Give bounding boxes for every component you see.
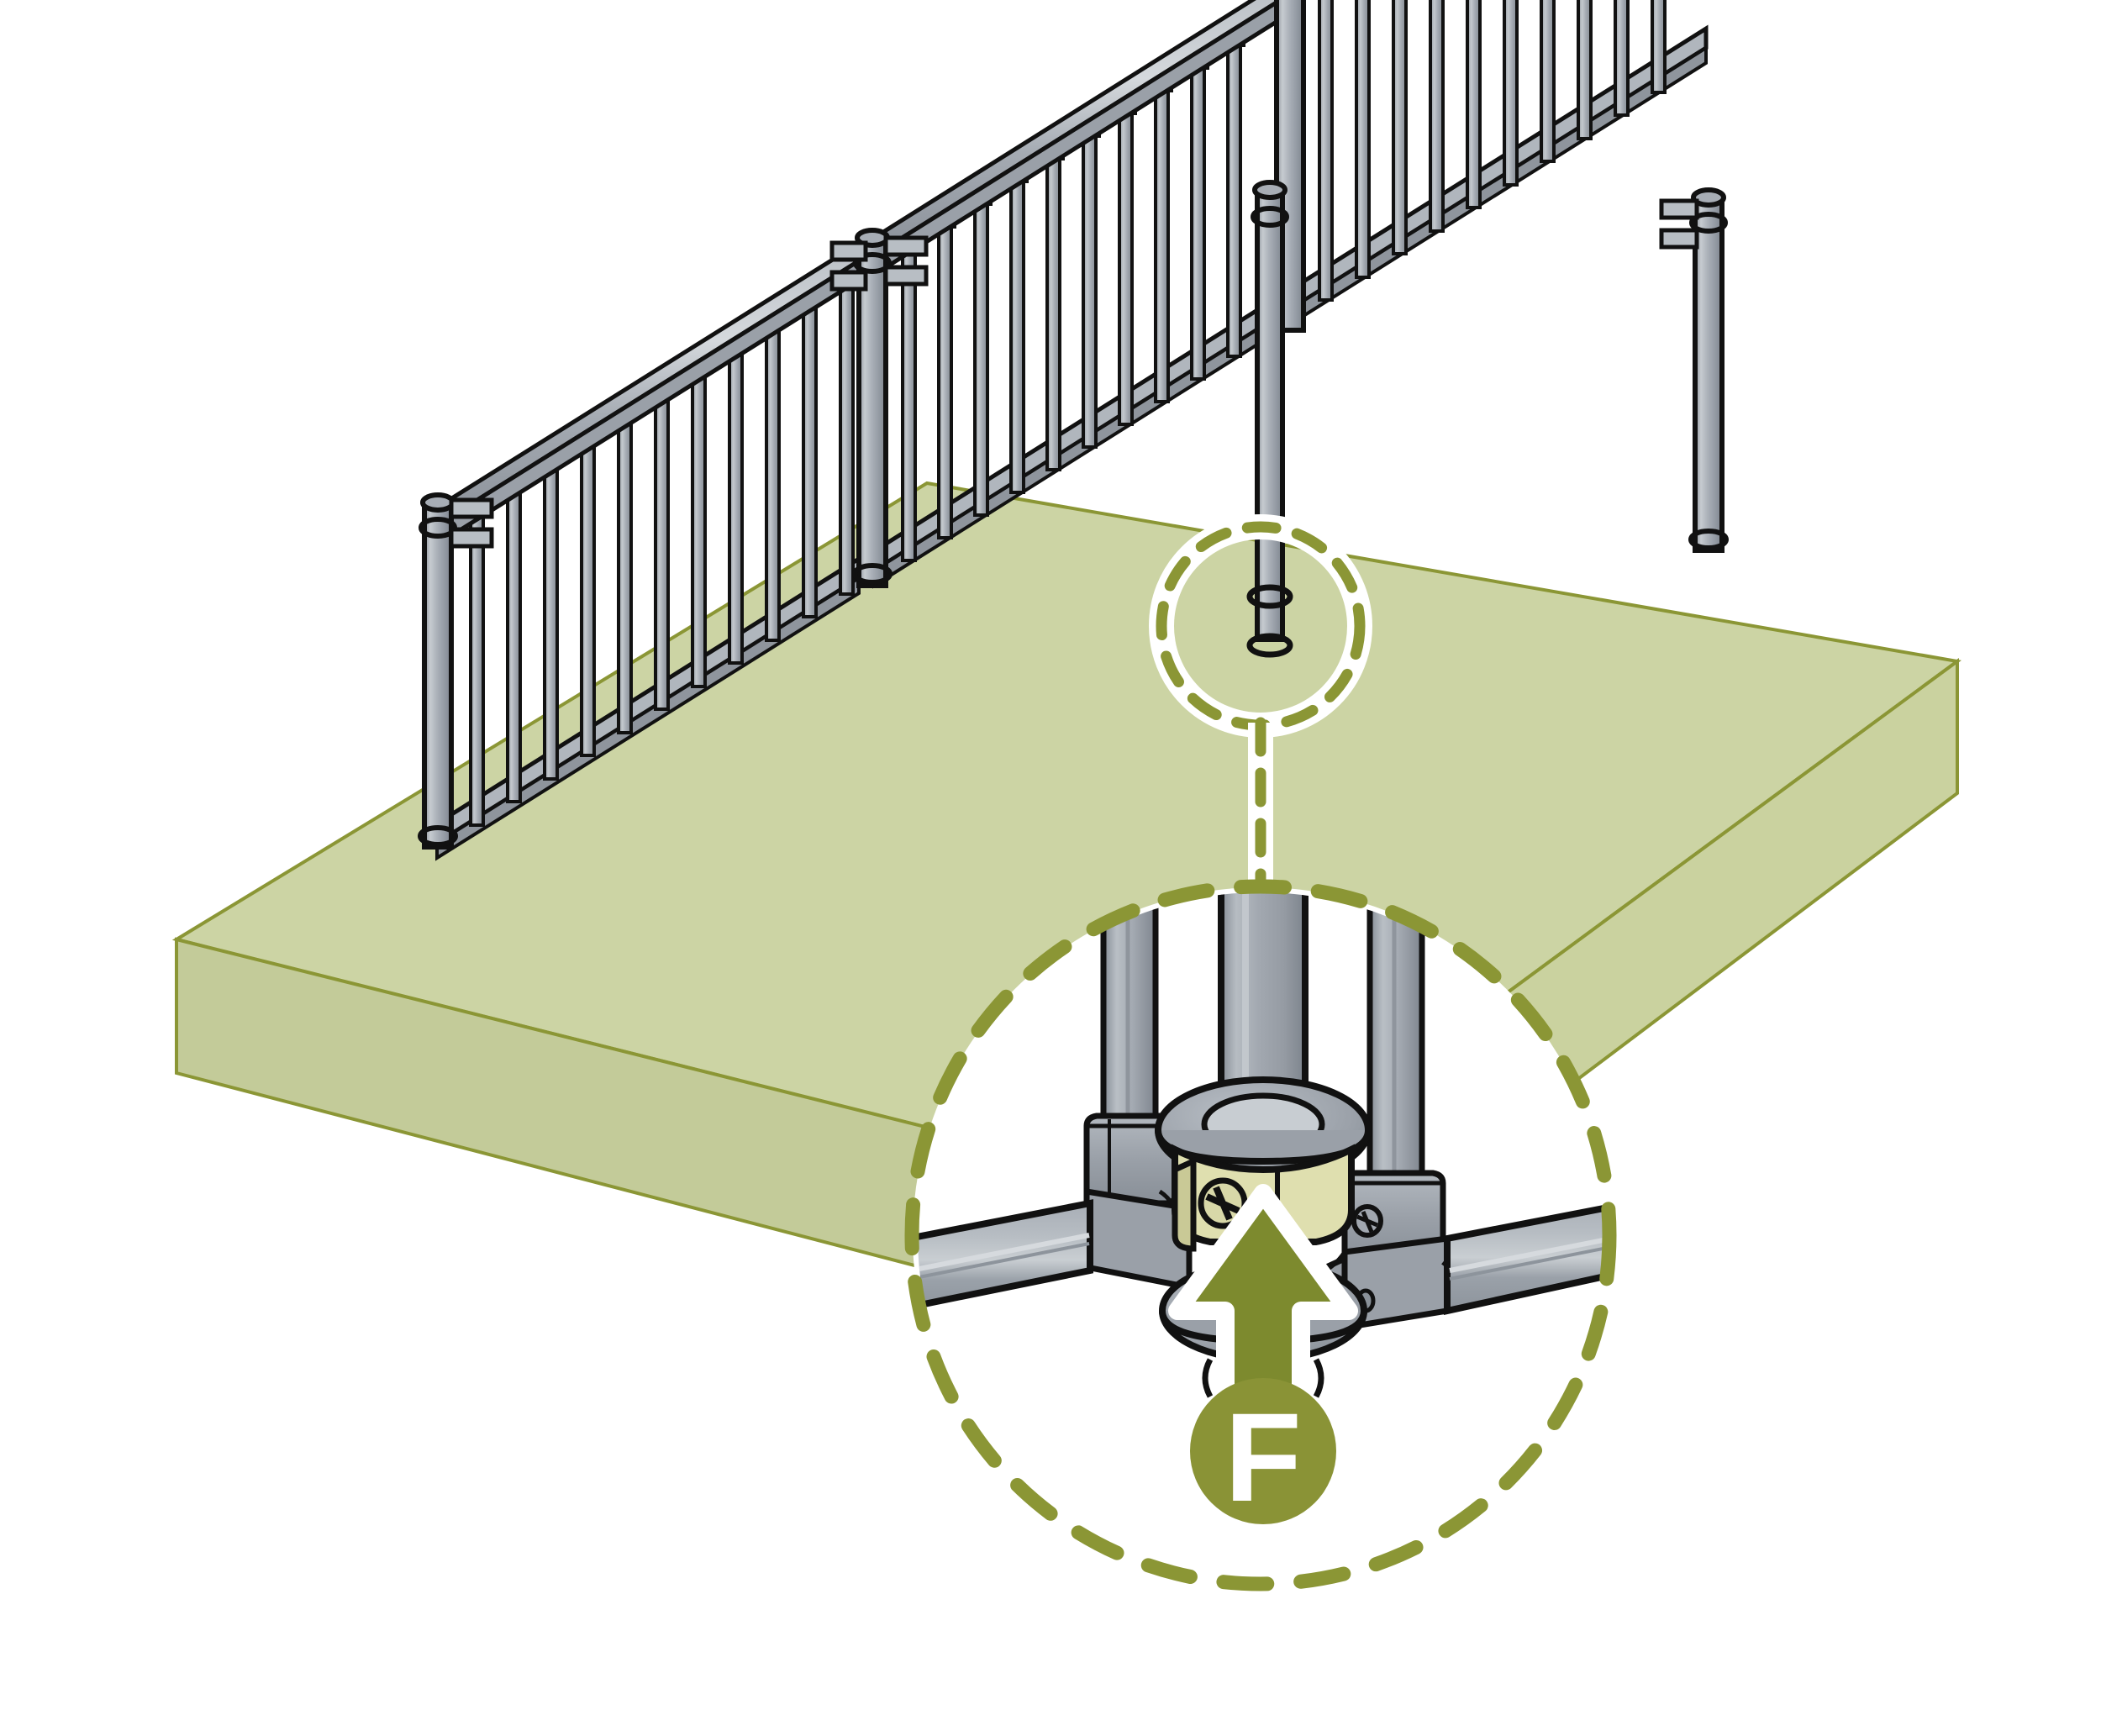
baluster <box>540 446 562 781</box>
post-top-ring <box>1689 212 1728 234</box>
baluster <box>1114 97 1137 426</box>
baluster <box>503 469 525 803</box>
railing-post <box>852 228 893 588</box>
post-base-collar <box>1155 1076 1372 1184</box>
railing-section-right <box>1287 0 1709 328</box>
step-badge-f: F <box>1190 1378 1336 1528</box>
railing-post-center <box>1246 180 1293 658</box>
railing-post <box>1688 187 1729 553</box>
baluster <box>1187 51 1209 381</box>
baluster <box>970 187 993 517</box>
post-upper-ring <box>1251 206 1289 228</box>
baluster <box>1223 29 1245 358</box>
post-cap <box>1252 180 1287 200</box>
post-base-ring <box>852 563 893 585</box>
baluster <box>1151 74 1173 403</box>
top-rail-underside <box>434 253 867 549</box>
baluster-group-right <box>1318 0 1667 302</box>
rail-splice-bracket <box>1659 198 1699 250</box>
bottom-rail-face <box>435 575 861 861</box>
baluster <box>835 261 858 596</box>
baluster <box>1651 0 1667 94</box>
baluster <box>1006 165 1029 494</box>
rail-splice-bracket <box>449 497 494 549</box>
baluster <box>1614 0 1630 117</box>
baluster <box>650 376 673 711</box>
step-badge-label: F <box>1224 1386 1302 1528</box>
baluster <box>613 400 636 734</box>
top-rail <box>434 235 867 529</box>
baluster <box>577 423 599 757</box>
baluster <box>1355 0 1371 279</box>
baluster <box>798 284 821 618</box>
post-cap <box>420 492 455 513</box>
baluster-left <box>1100 892 1159 1128</box>
baluster <box>1429 0 1445 233</box>
baluster-group-middle <box>898 29 1245 562</box>
baluster <box>761 308 784 642</box>
magnified-detail-circle <box>904 879 1617 1591</box>
baluster <box>1577 0 1593 140</box>
baluster <box>1078 119 1101 449</box>
baluster <box>1466 0 1482 209</box>
baluster <box>1042 142 1065 471</box>
baluster <box>1540 0 1556 163</box>
post-cap <box>1691 187 1726 208</box>
bottom-rail-face <box>1288 45 1708 328</box>
baluster <box>1392 0 1408 255</box>
baluster <box>1503 0 1519 187</box>
post-top-ring <box>853 252 892 274</box>
bracket-screw <box>1351 1204 1383 1238</box>
post-base-ring <box>418 825 458 847</box>
railing-assembly <box>418 0 1729 861</box>
bottom-rail-right <box>1444 1196 1603 1315</box>
top-rail-underside <box>871 0 1282 279</box>
baluster <box>1318 0 1334 302</box>
post-base-ring <box>1688 529 1729 550</box>
baluster <box>934 210 956 539</box>
baluster <box>687 354 710 688</box>
rail-splice-bracket <box>829 235 929 292</box>
bottom-rail <box>1287 24 1709 313</box>
post-collar-ring-lower <box>1246 633 1293 658</box>
post-collar-ring-upper <box>1246 584 1293 609</box>
baluster <box>724 330 747 665</box>
railing-post <box>418 492 458 850</box>
